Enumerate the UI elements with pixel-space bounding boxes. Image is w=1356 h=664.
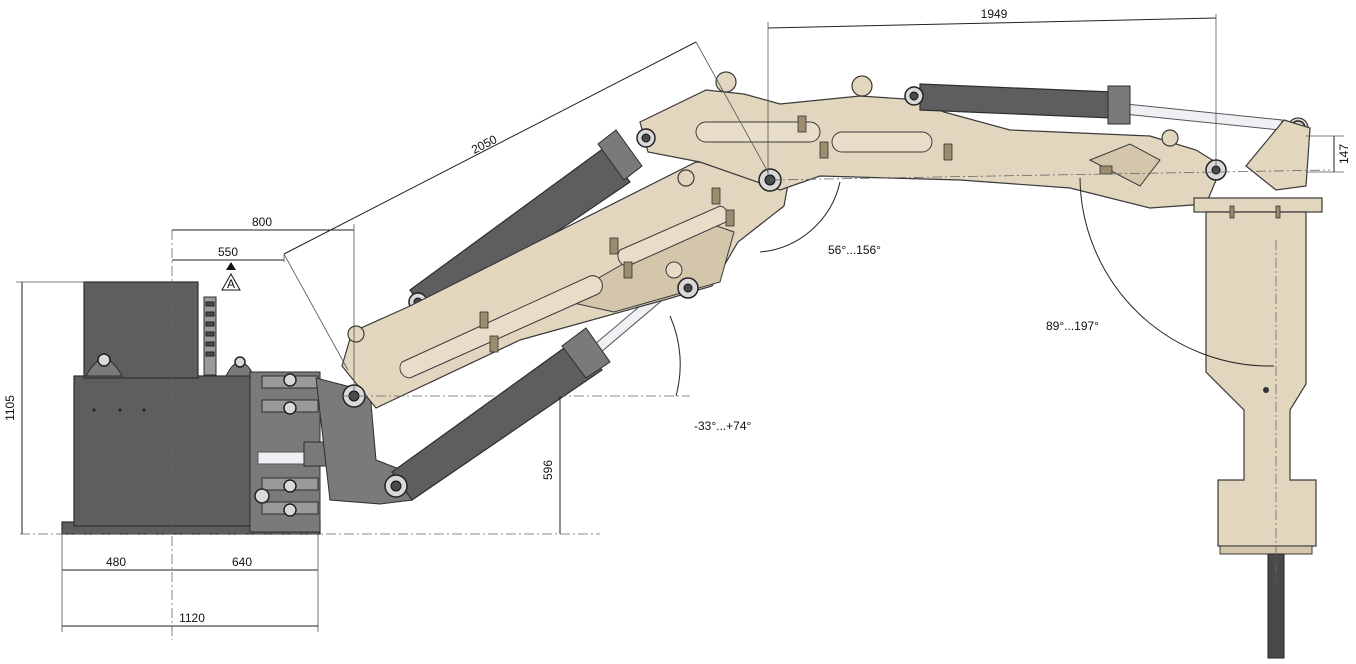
- dim-1120: 1120: [179, 611, 205, 625]
- angle-slew: -33°...+74°: [694, 419, 752, 433]
- dim-800: 800: [252, 215, 272, 229]
- hydraulic-breaker: [1193, 159, 1323, 659]
- dim-1949: 1949: [981, 7, 1008, 21]
- dim-2050: 2050: [469, 132, 499, 157]
- upper-boom-arm: [636, 71, 1223, 209]
- dim-550: 550: [218, 245, 238, 259]
- dim-596: 596: [541, 460, 555, 480]
- angle-boom: 56°...156°: [828, 243, 881, 257]
- dim-1105: 1105: [3, 395, 17, 421]
- section-a-label: A: [227, 277, 235, 291]
- dim-480: 480: [106, 555, 126, 569]
- dimension-lines: [16, 14, 1344, 632]
- centerlines: [20, 169, 1331, 640]
- angle-breaker: 89°...197°: [1046, 319, 1099, 333]
- section-a-marker: A: [221, 262, 241, 291]
- main-boom-arm: [341, 161, 789, 409]
- pedestal-base: [61, 281, 413, 535]
- dim-147: 147: [1337, 144, 1351, 164]
- top-hydraulic-cylinder: [904, 83, 1311, 191]
- dim-640: 640: [232, 555, 252, 569]
